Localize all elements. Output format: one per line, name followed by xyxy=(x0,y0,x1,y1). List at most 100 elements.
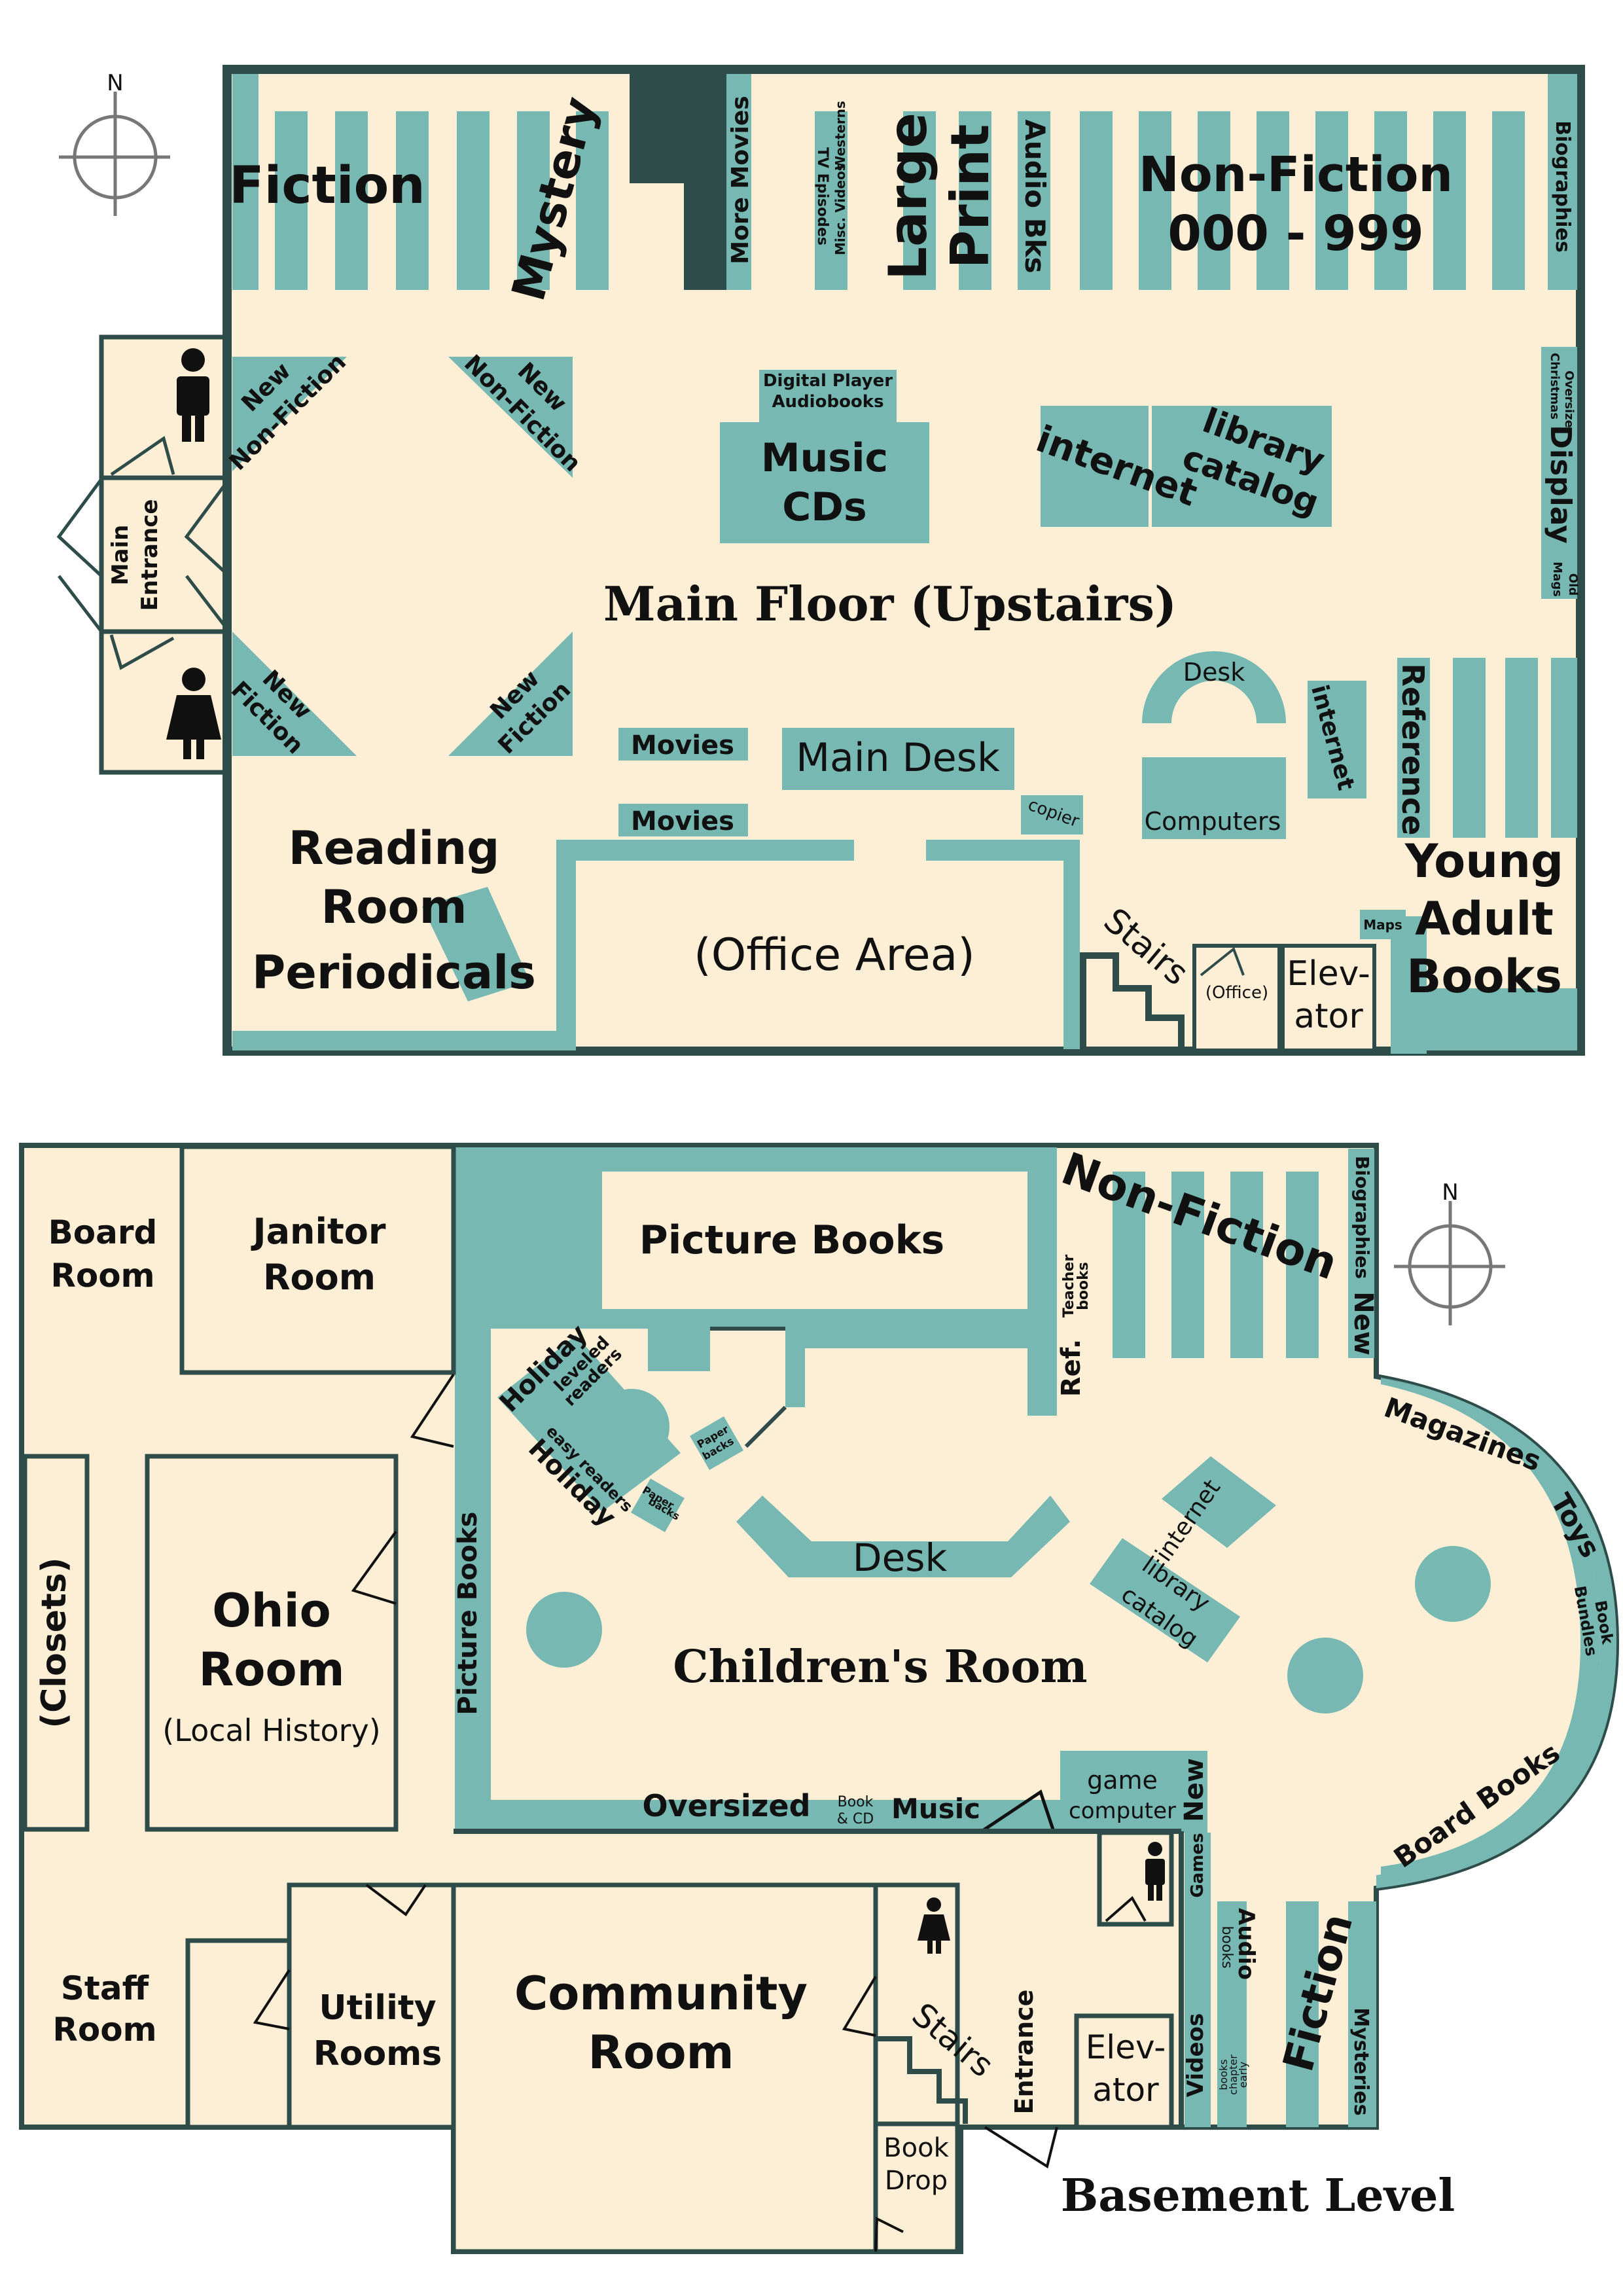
compass-n-upper: N xyxy=(107,70,123,96)
mens-restroom-icon xyxy=(177,348,209,442)
office-area-walls xyxy=(232,840,1080,1050)
fiction-label-upper: Fiction xyxy=(229,156,425,215)
chapter-books-label: books xyxy=(1217,2059,1230,2090)
community-room-label: Room xyxy=(588,2026,734,2079)
main-entrance-label-1: Main xyxy=(107,525,134,586)
teacher-books-label: books xyxy=(1075,1262,1092,1310)
office-label: (Office) xyxy=(1205,983,1268,1003)
audio-bks-label: Audio Bks xyxy=(1019,119,1051,273)
movies-shelf-1 xyxy=(618,728,748,761)
westerns-label: Westerns xyxy=(832,101,848,170)
digital-player-label: Digital Player xyxy=(763,371,893,391)
board-label: Board xyxy=(48,1213,158,1251)
womens-restroom-icon xyxy=(166,668,221,759)
games-label: Games xyxy=(1188,1833,1207,1897)
new-label-lower-right: New xyxy=(1348,1291,1378,1355)
computers-table xyxy=(1142,757,1286,839)
internet-station-upper xyxy=(1041,406,1149,527)
movies-shelf-2 xyxy=(618,804,748,836)
entrance-label-lower: Entrance xyxy=(1010,1990,1039,2115)
janitor-room-label: Room xyxy=(263,1257,376,1298)
service-doors xyxy=(253,1373,1147,2252)
utility-rooms-label: Rooms xyxy=(313,2034,442,2073)
mens-restroom-icon-lower xyxy=(1145,1842,1165,1901)
paperbacks-rack-1 xyxy=(690,1416,743,1470)
young-label: Young xyxy=(1404,834,1563,888)
oversized-label: Oversized xyxy=(642,1788,810,1823)
movies-label-1: Movies xyxy=(631,730,734,761)
compass-icon-upper xyxy=(59,92,170,216)
old-label: Old xyxy=(1566,573,1580,596)
dark-media-shelf xyxy=(630,74,726,290)
utility-label: Utility xyxy=(319,1988,436,2028)
videos-label: Videos xyxy=(1183,2013,1209,2097)
staff-room-label: Room xyxy=(52,2011,156,2049)
elevator-label-lower-2: ator xyxy=(1092,2071,1159,2109)
readers-rack xyxy=(497,1335,681,1512)
partition-diag xyxy=(744,1405,787,1448)
new-label-lower: New xyxy=(1179,1758,1209,1822)
audio-label-lower: Audio xyxy=(1233,1908,1259,1980)
adult-label: Adult xyxy=(1415,892,1554,946)
internet-station-lower xyxy=(1162,1456,1276,1548)
christmas-label: Christmas xyxy=(1548,353,1561,420)
library-catalog-lower xyxy=(1090,1538,1240,1662)
closets-label: (Closets) xyxy=(35,1557,74,1728)
board-room-label: Room xyxy=(50,1257,154,1295)
large-print-label-2: Print xyxy=(940,124,1001,269)
mags-label: Mags xyxy=(1550,562,1564,597)
picture-books-inner xyxy=(602,1172,1027,1309)
office-area-label: (Office Area) xyxy=(694,929,975,981)
local-history-label: (Local History) xyxy=(162,1713,380,1748)
community-label: Community xyxy=(514,1967,808,2020)
inner-partition xyxy=(648,1147,1057,1416)
copier xyxy=(1021,795,1083,834)
janitor-label: Janitor xyxy=(250,1211,385,1252)
music-label-lower: Music xyxy=(891,1793,980,1825)
display-label: Display xyxy=(1544,425,1577,543)
round-desk xyxy=(1142,651,1286,723)
tv-episodes-label: TV Episodes xyxy=(814,147,830,245)
reading-circles xyxy=(508,1215,1491,1713)
computer-label: computer xyxy=(1069,1798,1176,1824)
compass-icon-lower xyxy=(1394,1201,1505,1325)
cds-label: CDs xyxy=(782,484,867,530)
reading-label: Reading xyxy=(289,821,500,875)
reference-label: Reference xyxy=(1395,664,1431,836)
service-rooms xyxy=(22,1144,1174,2254)
right-display-shelf xyxy=(1541,347,1577,599)
nonfiction-shelves-lower xyxy=(1113,1149,1374,1358)
misc-videos-label: Misc. Videos xyxy=(832,163,848,255)
movies-label-2: Movies xyxy=(631,806,734,836)
mysteries-label: Mysteries xyxy=(1349,2007,1372,2115)
picture-books-top-label: Picture Books xyxy=(639,1217,944,1263)
nonfiction-label-upper: Non-Fiction xyxy=(1139,147,1453,203)
main-desk-label: Main Desk xyxy=(796,735,1000,781)
teacher-label: Teacher xyxy=(1061,1255,1077,1318)
library-catalog-upper xyxy=(1152,406,1332,527)
top-shelves xyxy=(232,74,1577,290)
desk-label-lower: Desk xyxy=(853,1535,948,1580)
maps-shelf xyxy=(1360,910,1406,939)
book-cd-label-1: Book xyxy=(838,1794,874,1810)
room-label-reading: Room xyxy=(321,880,467,934)
entrance-doors xyxy=(56,435,231,670)
main-floor-title: Main Floor (Upstairs) xyxy=(603,576,1177,632)
reference-shelves xyxy=(1391,658,1577,1054)
maps-label: Maps xyxy=(1363,917,1402,933)
nonfiction-range-label: 000 - 999 xyxy=(1168,206,1423,262)
book-drop-label-1: Book xyxy=(883,2133,949,2163)
ohio-label: Ohio xyxy=(212,1584,330,1638)
periodicals-label: Periodicals xyxy=(252,946,536,999)
basement-title: Basement Level xyxy=(1061,2170,1455,2222)
paperbacks-rack-2 xyxy=(631,1479,685,1532)
desk-label-upper: Desk xyxy=(1183,658,1245,687)
biographies-label-upper: Biographies xyxy=(1551,120,1574,253)
music-label: Music xyxy=(761,435,888,481)
ref-label: Ref. xyxy=(1056,1339,1086,1397)
chapter-label: chapter xyxy=(1227,2054,1240,2095)
book-drop-label-2: Drop xyxy=(885,2166,948,2196)
main-floor-plan: N Main Entrance xyxy=(56,65,1585,1056)
basement-plan: N Picture Books Picture Books xyxy=(19,1143,1620,2254)
